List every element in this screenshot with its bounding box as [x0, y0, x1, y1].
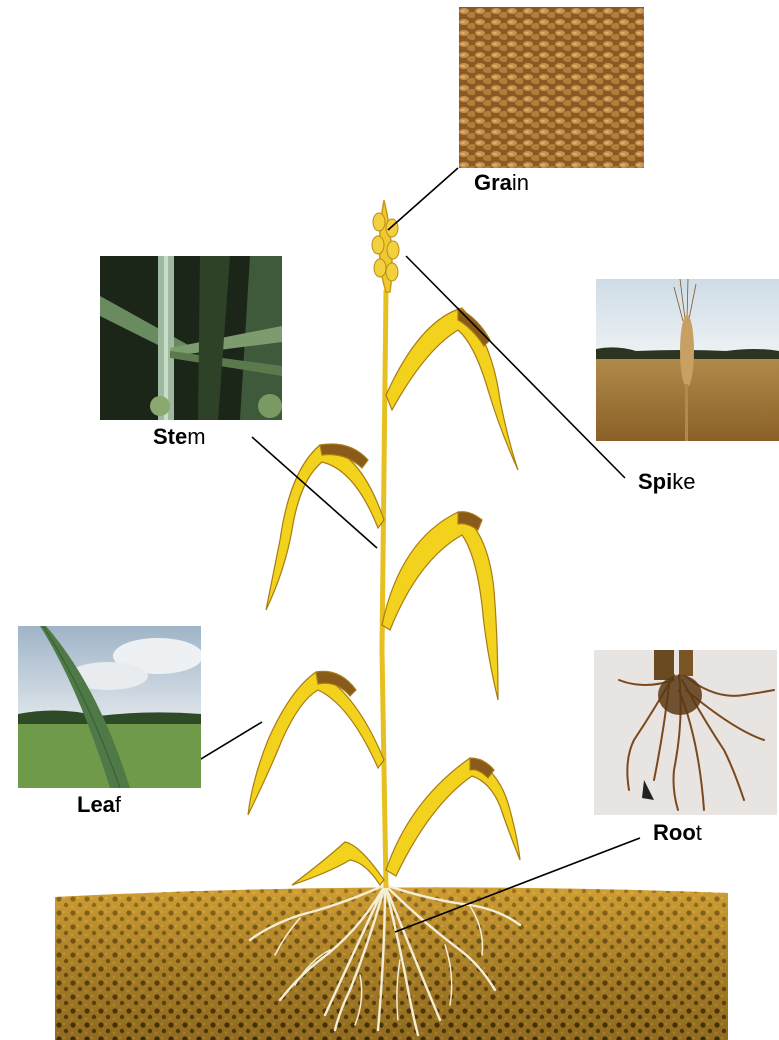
grain-leader [388, 168, 458, 230]
label-leaf-bold: Lea [77, 792, 115, 817]
stem-drawing [382, 290, 386, 888]
grain-photo [459, 7, 644, 168]
label-root: Root [653, 820, 702, 846]
spike-photo [596, 279, 779, 441]
label-leaf: Leaf [77, 792, 121, 818]
label-spike-rest: ke [672, 469, 695, 494]
label-stem-rest: m [187, 424, 205, 449]
label-root-rest: t [696, 820, 702, 845]
label-spike-bold: Spi [638, 469, 672, 494]
spike-drawing [372, 200, 399, 292]
root-photo [594, 650, 777, 815]
label-spike: Spike [638, 469, 695, 495]
label-stem: Stem [153, 424, 206, 450]
label-grain: Grain [474, 170, 529, 196]
label-leaf-rest: f [115, 792, 121, 817]
label-grain-bold: Gra [474, 170, 512, 195]
label-stem-bold: Ste [153, 424, 187, 449]
spike-leader [406, 256, 625, 478]
leaf-photo [18, 626, 201, 788]
label-grain-rest: in [512, 170, 529, 195]
stem-photo [100, 256, 282, 420]
label-root-bold: Roo [653, 820, 696, 845]
